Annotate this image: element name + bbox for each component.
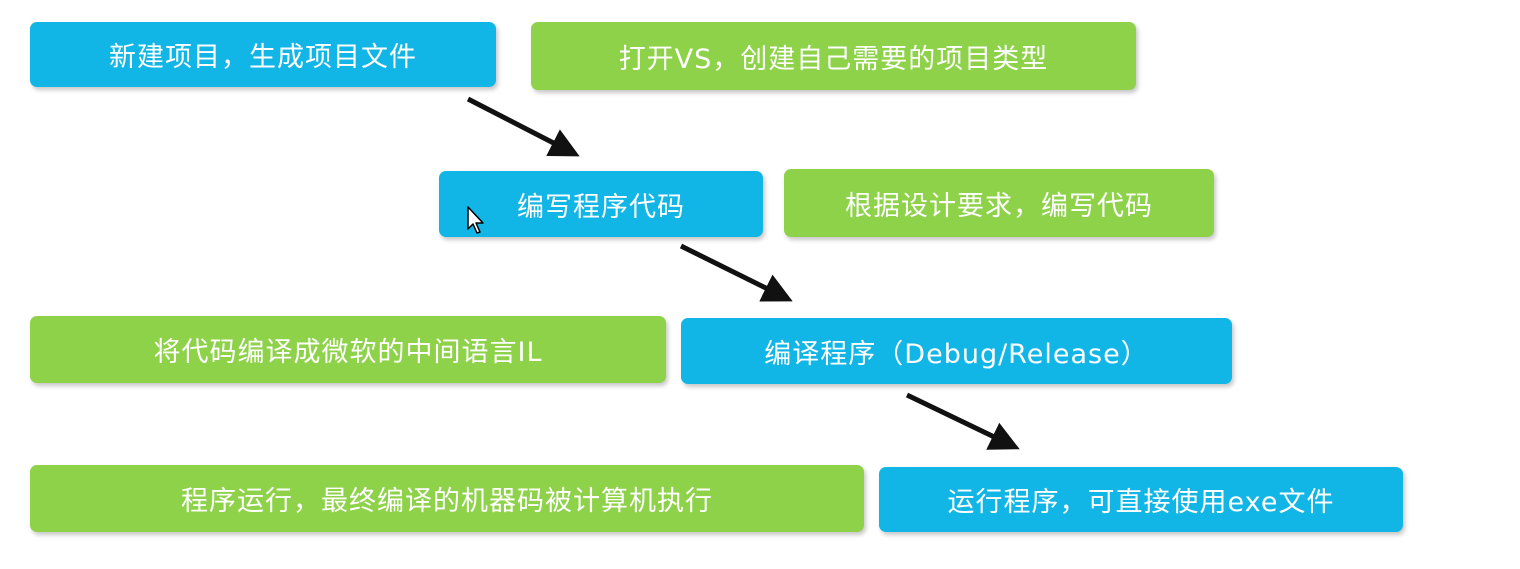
step-1-box: 新建项目，生成项目文件 — [30, 22, 496, 87]
step-1-description: 打开VS，创建自己需要的项目类型 — [618, 43, 1049, 75]
mouse-pointer-icon — [467, 206, 484, 234]
step-3-box: 编译程序（Debug/Release） — [681, 318, 1232, 384]
step-4-box: 运行程序，可直接使用exe文件 — [879, 467, 1403, 532]
step-4-description: 程序运行，最终编译的机器码被计算机执行 — [181, 486, 713, 517]
step-2-box: 编写程序代码 — [439, 171, 763, 237]
arrow-icon — [466, 96, 580, 157]
step-2-description: 根据设计要求，编写代码 — [845, 190, 1153, 222]
step-2-description-box: 根据设计要求，编写代码 — [784, 169, 1214, 237]
step-2-label: 编写程序代码 — [517, 191, 685, 223]
step-3-description: 将代码编译成微软的中间语言IL — [153, 337, 543, 368]
step-1-description-box: 打开VS，创建自己需要的项目类型 — [531, 22, 1136, 90]
arrow-icon — [905, 392, 1020, 450]
step-3-label: 编译程序（Debug/Release） — [764, 338, 1149, 370]
step-3-description-box: 将代码编译成微软的中间语言IL — [30, 316, 666, 383]
step-1-label: 新建项目，生成项目文件 — [109, 42, 417, 73]
step-4-label: 运行程序，可直接使用exe文件 — [947, 487, 1335, 518]
arrow-icon — [679, 243, 793, 302]
step-4-description-box: 程序运行，最终编译的机器码被计算机执行 — [30, 465, 864, 532]
